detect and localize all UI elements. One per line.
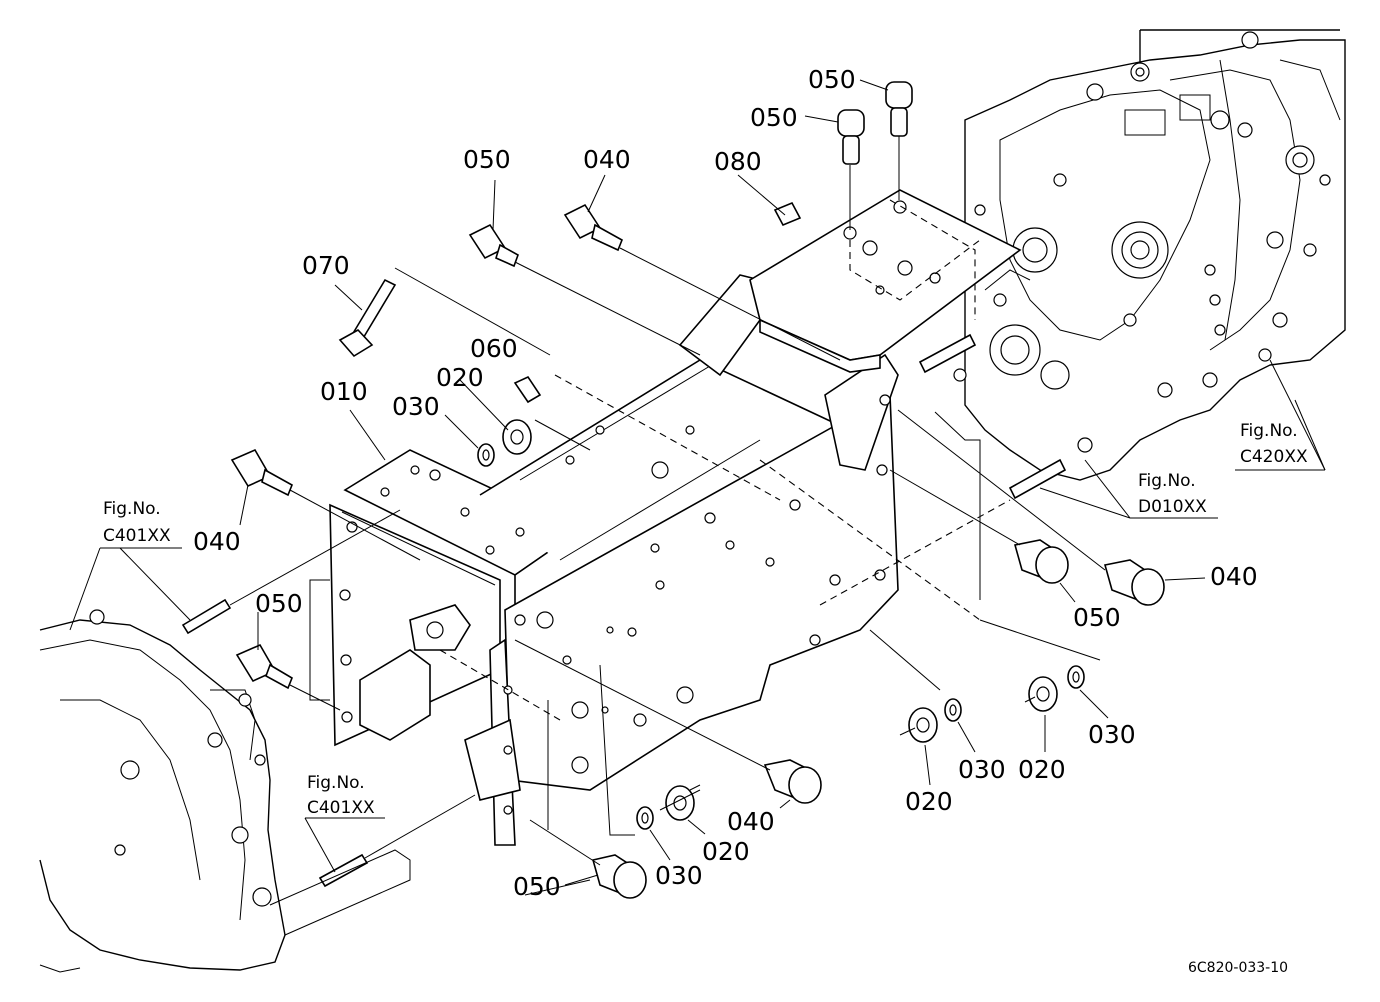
label-060: 060 [470, 334, 518, 363]
label-020-d: 020 [702, 837, 750, 866]
figref-c420xx-line1: Fig.No. [1240, 421, 1298, 441]
bolt-050-top-b [885, 81, 913, 137]
top-cover-plate [749, 189, 1031, 373]
figref-c420xx-line2: C420XX [1240, 447, 1308, 467]
figref-d010xx-line2: D010XX [1138, 497, 1207, 517]
bolt-050-left [235, 643, 293, 690]
figref-c401xx-b-line2: C401XX [307, 798, 375, 818]
label-050-c: 050 [463, 145, 511, 174]
figref-c401xx-a-line2: C401XX [103, 526, 171, 546]
drawing-code: 6C820-033-10 [1188, 960, 1288, 976]
label-040-c: 040 [727, 807, 775, 836]
label-020-a: 020 [436, 363, 484, 392]
grease-nipple-060 [513, 375, 542, 404]
bolt-040-right [1103, 559, 1165, 606]
label-030-a: 030 [392, 392, 440, 421]
stud-bolts [181, 333, 1067, 888]
nuts-and-washers [477, 419, 1085, 830]
label-050-b: 050 [750, 103, 798, 132]
bolt-070 [338, 278, 397, 358]
label-050-e: 050 [513, 872, 561, 901]
label-020-b: 020 [905, 787, 953, 816]
label-030-c: 030 [1088, 720, 1136, 749]
figref-d010xx-line1: Fig.No. [1138, 471, 1196, 491]
bolt-050-right [1013, 539, 1069, 584]
label-030-b: 030 [958, 755, 1006, 784]
label-010: 010 [320, 377, 368, 406]
figref-c401xx-a-line1: Fig.No. [103, 499, 161, 519]
bolt-050-bottom [592, 854, 647, 899]
bolt-050-top-a [837, 109, 865, 165]
bolt-040-bottom [763, 759, 822, 804]
bolt-040-top [563, 203, 624, 252]
label-040-b: 040 [193, 527, 241, 556]
label-020-c: 020 [1018, 755, 1066, 784]
label-080: 080 [714, 147, 762, 176]
label-030-d: 030 [655, 861, 703, 890]
label-050-a: 050 [808, 65, 856, 94]
bolt-050-top-left [468, 223, 519, 268]
figure-ref-leaders [69, 359, 1326, 873]
label-050-d: 050 [255, 589, 303, 618]
bolt-040-left [230, 448, 294, 497]
main-frame-010 [329, 274, 899, 846]
label-leaders [239, 79, 1206, 896]
part-labels: 010 020 020 020 020 030 030 030 030 040 … [193, 65, 1258, 901]
assembly-lines [229, 136, 1106, 936]
figure-references: Fig.No. C401XX Fig.No. C401XX Fig.No. D0… [103, 421, 1308, 818]
label-040-a: 040 [583, 145, 631, 174]
block-080 [773, 201, 802, 227]
transmission-housing-right [953, 29, 1346, 481]
label-070: 070 [302, 251, 350, 280]
figref-c401xx-b-line1: Fig.No. [307, 773, 365, 793]
label-040-d: 040 [1210, 562, 1258, 591]
transmission-housing-left [39, 609, 286, 973]
label-050-f: 050 [1073, 603, 1121, 632]
